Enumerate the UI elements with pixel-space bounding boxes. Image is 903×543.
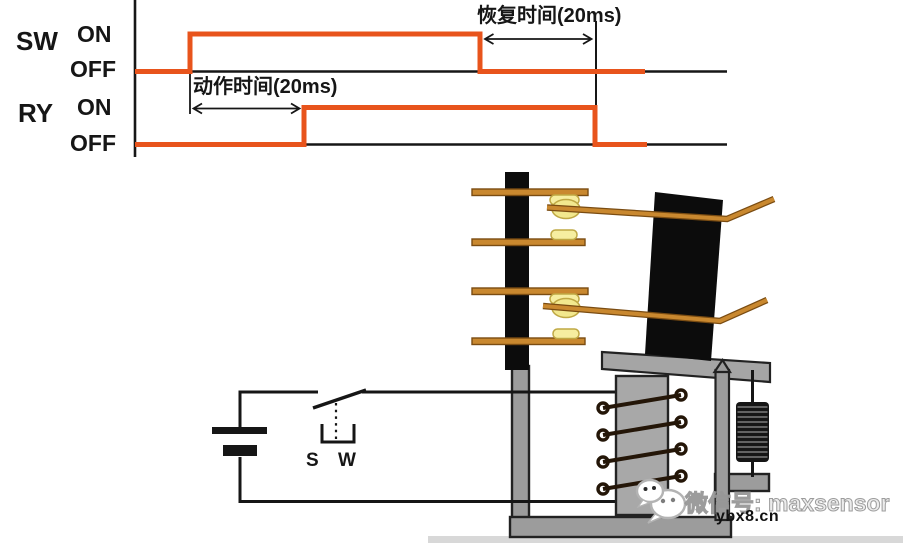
ry-signal-label: RY [18, 98, 54, 128]
battery-short-plate [223, 445, 257, 456]
release-time-label: 恢复时间(20ms) [477, 5, 622, 27]
operate-time-arrow [191, 102, 302, 115]
contact-leaf-1 [471, 188, 589, 197]
watermark-site-text: ybx8.cn [716, 508, 780, 525]
contact-pads [549, 194, 581, 340]
watermark-account-text: 微信号: maxsensor [685, 490, 891, 516]
contact-stack-support [505, 172, 529, 370]
sw-off-label: OFF [70, 56, 116, 82]
battery-long-plate [212, 427, 267, 434]
hinge-pillar-point [712, 357, 732, 374]
ry-on-label: ON [77, 94, 112, 120]
release-time-arrow [483, 33, 594, 45]
wechat-icon [635, 478, 687, 524]
hinge-pillar [712, 357, 732, 522]
moving-arm-lower [542, 298, 768, 324]
operate-time-label: 动作时间(20ms) [193, 76, 338, 98]
control-circuit [238, 388, 617, 503]
contact-pad [552, 328, 580, 340]
switch-label: S W [306, 450, 363, 471]
ry-waveform [135, 105, 647, 147]
contact-pad [550, 229, 578, 241]
coil-winding [596, 388, 688, 496]
sw-waveform [135, 31, 645, 74]
yoke-left-leg [510, 364, 531, 522]
return-spring [736, 370, 769, 477]
switch-blade [312, 388, 367, 410]
switch-bracket [320, 424, 356, 444]
moving-contact-arms [542, 196, 776, 325]
timing-diagram [133, 0, 727, 157]
stationary-contact-leaves [471, 188, 589, 346]
ry-off-label: OFF [70, 130, 116, 156]
sw-on-label: ON [77, 21, 112, 47]
moving-arm-upper [546, 197, 775, 222]
relay-yoke-frame [508, 364, 771, 539]
yoke-bottom-bar [508, 515, 733, 539]
battery-symbol [212, 427, 267, 456]
sw-signal-label: SW [16, 26, 58, 56]
contact-leaf-3 [471, 287, 589, 296]
contact-leaf-2 [471, 238, 586, 247]
contact-leaf-4 [471, 337, 586, 346]
floor-strip [428, 536, 903, 543]
